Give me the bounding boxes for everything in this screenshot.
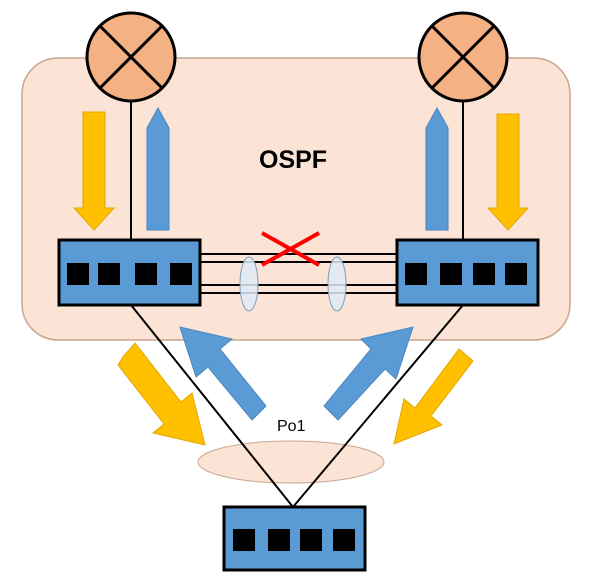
peer-links <box>200 253 397 294</box>
arrow-diagonal-up-icon <box>179 326 267 421</box>
arrow-diagonal-up-icon <box>323 326 414 421</box>
router-icon <box>417 11 509 103</box>
router-icon <box>85 11 177 103</box>
arrow-down-icon <box>486 113 530 231</box>
x-mark-icon <box>261 231 320 267</box>
arrow-diagonal-down-icon <box>117 342 206 446</box>
arrow-up-icon <box>425 106 449 231</box>
po1-label: Po1 <box>277 418 306 435</box>
access-uplink-left <box>130 304 294 508</box>
switch-icon <box>395 238 540 307</box>
switch-icon <box>222 505 367 572</box>
access-uplink-right <box>292 304 464 508</box>
lag-ellipse-left <box>239 256 259 312</box>
po1-ellipse <box>197 440 385 484</box>
ospf-label: OSPF <box>259 146 327 174</box>
arrow-up-icon <box>146 106 170 231</box>
lag-ellipse-right <box>327 256 347 312</box>
arrow-down-icon <box>72 111 116 231</box>
arrow-diagonal-down-icon <box>393 348 474 445</box>
switch-icon <box>57 238 202 307</box>
